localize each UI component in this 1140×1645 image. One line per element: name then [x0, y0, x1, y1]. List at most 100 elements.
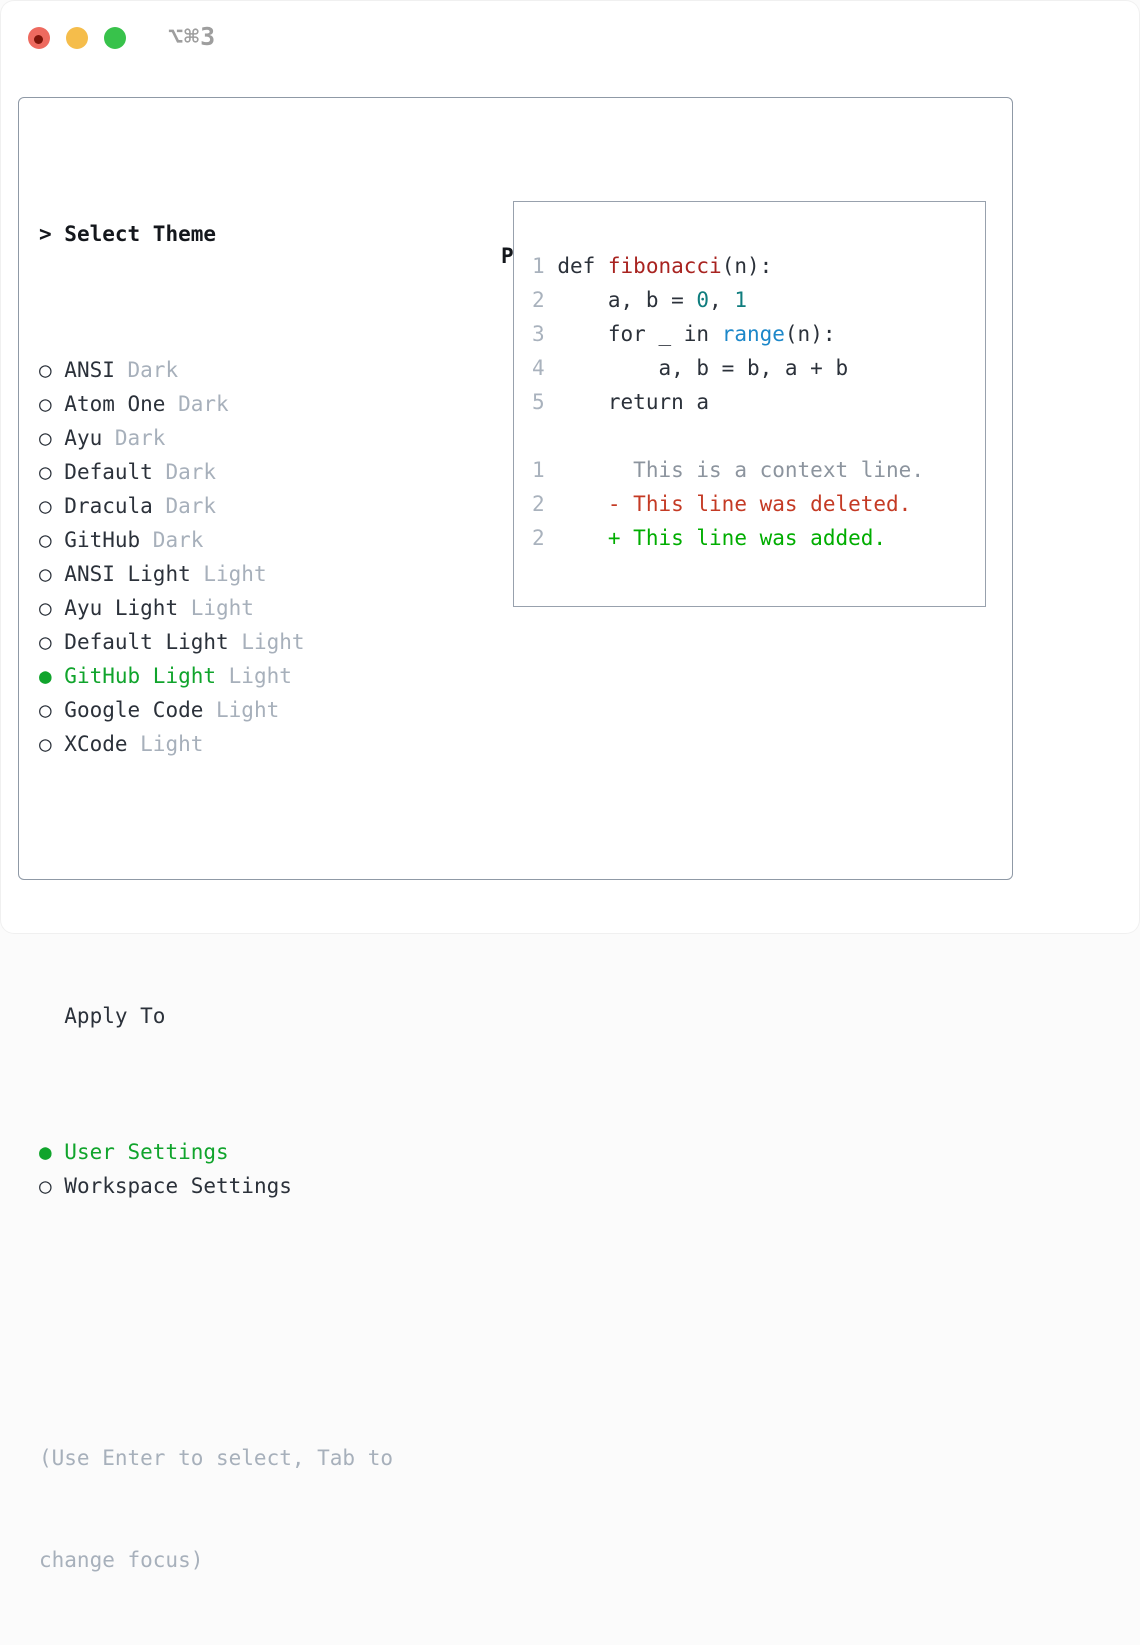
apply-to-list: ● User Settings○ Workspace Settings	[39, 1135, 499, 1203]
theme-list: ○ ANSI Dark○ Atom One Dark○ Ayu Dark○ De…	[39, 353, 499, 761]
theme-option-github-light[interactable]: ● GitHub Light Light	[39, 659, 499, 693]
theme-option-label: Default	[64, 460, 153, 484]
apply-option-label: Workspace Settings	[64, 1174, 292, 1198]
help-text-line-2: change focus)	[39, 1543, 499, 1577]
theme-option-label: Dracula	[64, 494, 153, 518]
preview-code-line: 2 - This line was deleted.	[532, 487, 985, 521]
theme-option-label: Ayu Light	[64, 596, 178, 620]
theme-option-default[interactable]: ○ Default Dark	[39, 455, 499, 489]
close-button[interactable]	[28, 27, 50, 49]
zoom-button[interactable]	[104, 27, 126, 49]
theme-variant-label: Dark	[140, 528, 203, 552]
line-number: 2	[532, 526, 545, 550]
theme-variant-label: Light	[229, 630, 305, 654]
code-token-plain: for _ in	[557, 322, 721, 346]
theme-option-google-code[interactable]: ○ Google Code Light	[39, 693, 499, 727]
theme-variant-label: Light	[128, 732, 204, 756]
code-token-context: This is a context line.	[557, 458, 924, 482]
radio-unselected-icon: ○	[39, 460, 64, 484]
prompt-icon: >	[39, 222, 64, 246]
close-dot-icon	[34, 35, 43, 44]
help-text-line-1: (Use Enter to select, Tab to	[39, 1441, 499, 1475]
preview-code-line: 4 a, b = b, a + b	[532, 351, 985, 385]
theme-picker-left-column: > Select Theme ○ ANSI Dark○ Atom One Dar…	[39, 149, 499, 1645]
code-token-plain: return a	[557, 390, 709, 414]
apply-option-user-settings[interactable]: ● User Settings	[39, 1135, 499, 1169]
radio-unselected-icon: ○	[39, 392, 64, 416]
window-title: ⌥⌘3	[168, 22, 216, 51]
theme-variant-label: Dark	[115, 358, 178, 382]
radio-unselected-icon: ○	[39, 732, 64, 756]
theme-option-atom-one[interactable]: ○ Atom One Dark	[39, 387, 499, 421]
theme-picker-panel: > Select Theme ○ ANSI Dark○ Atom One Dar…	[18, 97, 1013, 880]
theme-option-label: Default Light	[64, 630, 228, 654]
code-token-number: 0	[696, 288, 709, 312]
theme-option-ayu-light[interactable]: ○ Ayu Light Light	[39, 591, 499, 625]
radio-unselected-icon: ○	[39, 698, 64, 722]
radio-unselected-icon: ○	[39, 426, 64, 450]
apply-to-heading: Apply To	[39, 999, 499, 1033]
minimize-button[interactable]	[66, 27, 88, 49]
code-token-plain: (n):	[722, 254, 773, 278]
theme-option-label: ANSI	[64, 358, 115, 382]
theme-option-github[interactable]: ○ GitHub Dark	[39, 523, 499, 557]
preview-code-line: 2 + This line was added.	[532, 521, 985, 555]
preview-code-line: 1 This is a context line.	[532, 453, 985, 487]
radio-unselected-icon: ○	[39, 630, 64, 654]
line-number: 3	[532, 322, 545, 346]
line-number: 2	[532, 492, 545, 516]
theme-variant-label: Dark	[102, 426, 165, 450]
theme-variant-label: Light	[216, 664, 292, 688]
radio-unselected-icon: ○	[39, 494, 64, 518]
select-theme-heading-label: Select Theme	[64, 222, 216, 246]
theme-option-xcode[interactable]: ○ XCode Light	[39, 727, 499, 761]
code-token-added: + This line was added.	[557, 526, 886, 550]
line-number: 1	[532, 458, 545, 482]
radio-selected-icon: ●	[39, 1140, 64, 1164]
code-token-function: fibonacci	[608, 254, 722, 278]
theme-option-dracula[interactable]: ○ Dracula Dark	[39, 489, 499, 523]
radio-unselected-icon: ○	[39, 358, 64, 382]
line-number: 4	[532, 356, 545, 380]
code-token-plain: def	[557, 254, 608, 278]
app-window: ⌥⌘3 > Select Theme ○ ANSI Dark○ Atom One…	[0, 0, 1140, 934]
radio-selected-icon: ●	[39, 664, 64, 688]
line-number: 1	[532, 254, 545, 278]
theme-option-ansi[interactable]: ○ ANSI Dark	[39, 353, 499, 387]
code-token-plain: a, b =	[557, 288, 696, 312]
spacer	[39, 863, 499, 897]
theme-option-default-light[interactable]: ○ Default Light Light	[39, 625, 499, 659]
theme-variant-label: Light	[178, 596, 254, 620]
radio-unselected-icon: ○	[39, 1174, 64, 1198]
theme-option-ayu[interactable]: ○ Ayu Dark	[39, 421, 499, 455]
theme-option-label: Ayu	[64, 426, 102, 450]
apply-option-workspace-settings[interactable]: ○ Workspace Settings	[39, 1169, 499, 1203]
theme-variant-label: Dark	[153, 460, 216, 484]
radio-unselected-icon: ○	[39, 528, 64, 552]
theme-option-label: ANSI Light	[64, 562, 190, 586]
theme-variant-label: Dark	[165, 392, 228, 416]
code-token-deleted: - This line was deleted.	[557, 492, 911, 516]
theme-variant-label: Light	[203, 698, 279, 722]
select-theme-heading: > Select Theme	[39, 217, 499, 251]
code-token-builtin: range	[722, 322, 785, 346]
code-token-number: 1	[734, 288, 747, 312]
code-token-plain: a, b = b, a + b	[557, 356, 848, 380]
titlebar: ⌥⌘3	[0, 0, 1140, 74]
theme-option-label: GitHub Light	[64, 664, 216, 688]
preview-code-line: 2 a, b = 0, 1	[532, 283, 985, 317]
theme-variant-label: Dark	[153, 494, 216, 518]
preview-code-line: 5 return a	[532, 385, 985, 419]
theme-variant-label: Light	[191, 562, 267, 586]
code-token-plain: (n):	[785, 322, 836, 346]
theme-option-ansi-light[interactable]: ○ ANSI Light Light	[39, 557, 499, 591]
radio-unselected-icon: ○	[39, 596, 64, 620]
theme-option-label: Atom One	[64, 392, 165, 416]
apply-option-label: User Settings	[64, 1140, 228, 1164]
theme-option-label: XCode	[64, 732, 127, 756]
spacer	[39, 1305, 499, 1339]
code-token-plain: ,	[709, 288, 734, 312]
theme-option-label: Google Code	[64, 698, 203, 722]
